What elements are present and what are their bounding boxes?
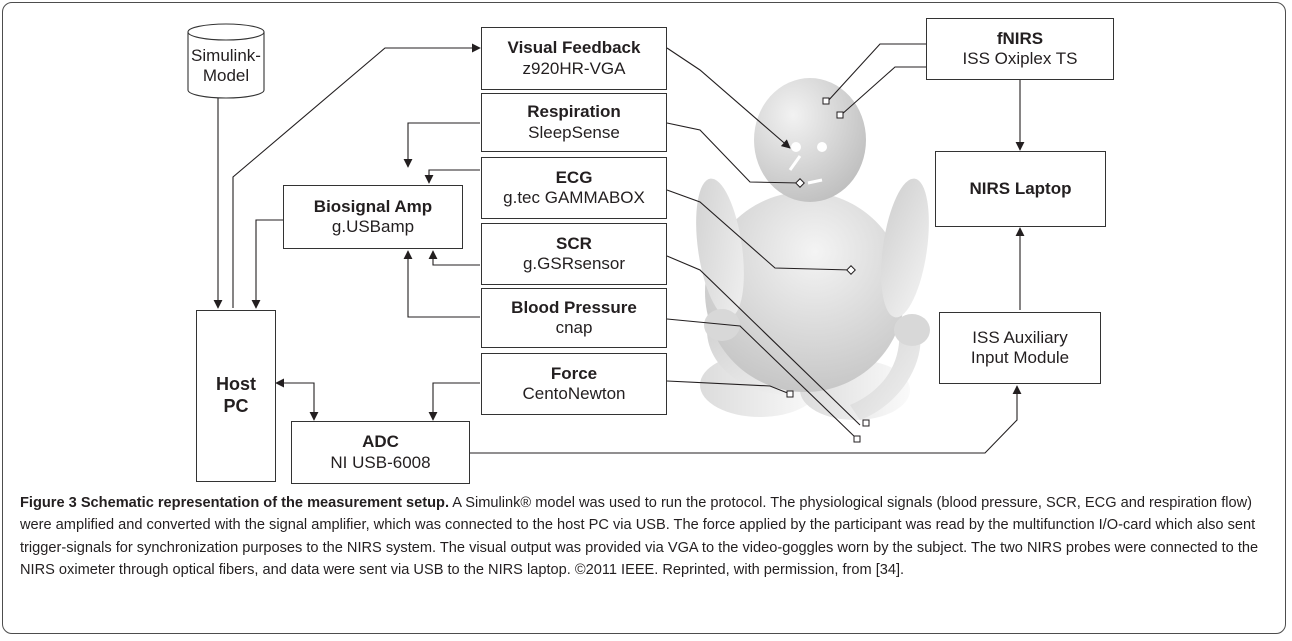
scr-title: SCR [556, 233, 592, 253]
simulink-line2: Model [202, 66, 250, 85]
adc-title: ADC [362, 432, 399, 452]
fnirs-probe-line-1 [826, 43, 926, 103]
iss-auxiliary-line1: ISS Auxiliary [972, 327, 1068, 347]
force-title: Force [550, 363, 598, 383]
scr-device: g.GSRsensor [522, 254, 626, 273]
force-to-adc-arrow [428, 382, 480, 421]
nirs-laptop-title: NIRS Laptop [969, 178, 1072, 198]
bp-to-amp-arrow [403, 250, 480, 318]
visual-feedback-box: Visual Feedback z920HR-VGA [481, 27, 667, 90]
iss-auxiliary-box: ISS Auxiliary Input Module [939, 312, 1101, 384]
caption-label: Figure 3 Schematic representation of the… [20, 495, 450, 511]
simulink-model-cylinder [187, 23, 265, 99]
biosignal-amp-box: Biosignal Amp g.USBamp [283, 185, 463, 249]
ecg-sensor-line [666, 189, 852, 271]
connections [213, 43, 1025, 454]
respiration-to-amp-arrow [403, 122, 480, 168]
host-pc-box: Host PC [196, 310, 276, 482]
figure-frame [2, 2, 1286, 634]
schematic-diagram [187, 23, 1025, 454]
bp-sensor-line [666, 318, 858, 440]
respiration-box: Respiration SleepSense [481, 93, 667, 152]
amp-to-hostpc-arrow [251, 219, 283, 309]
hostpc-adc-arrow [275, 378, 319, 421]
scr-to-amp-arrow [428, 250, 480, 266]
force-sensor-line [666, 380, 791, 395]
visual-feedback-device: z920HR-VGA [522, 58, 626, 78]
blood-pressure-title: Blood Pressure [511, 297, 637, 317]
ecg-to-amp-arrow [424, 169, 480, 184]
nirs-laptop-box: NIRS Laptop [935, 151, 1106, 227]
respiration-title: Respiration [527, 102, 621, 122]
sensor-markers [786, 97, 870, 443]
hostpc-to-visual-arrow [232, 43, 481, 308]
ecg-device: g.tec GAMMABOX [503, 188, 645, 207]
force-device: CentoNewton [522, 384, 626, 403]
caption-text: A Simulink® model was used to run the pr… [20, 495, 1259, 578]
blood-pressure-device: cnap [555, 318, 593, 337]
ecg-title: ECG [555, 167, 593, 187]
scr-box: SCR g.GSRsensor [481, 223, 667, 285]
scr-sensor-line [666, 255, 861, 426]
adc-to-iss-arrow [470, 385, 1022, 454]
adc-device: NI USB-6008 [330, 452, 431, 472]
visual-feedback-title: Visual Feedback [507, 38, 641, 58]
fnirs-probe-line-2 [840, 66, 926, 116]
adc-box: ADC NI USB-6008 [291, 421, 470, 484]
visual-to-head-arrow [666, 47, 791, 149]
host-pc-line1: Host [216, 374, 256, 395]
figure-caption: Figure 3 Schematic representation of the… [20, 492, 1270, 581]
simulink-model-label: Simulink- Model [188, 38, 264, 94]
biosignal-amp-device: g.USBamp [331, 217, 415, 236]
force-box: Force CentoNewton [481, 353, 667, 415]
head [754, 78, 866, 202]
human-figure [696, 78, 930, 420]
host-pc-line2: PC [223, 396, 249, 416]
respiration-device: SleepSense [528, 122, 620, 142]
ecg-box: ECG g.tec GAMMABOX [481, 157, 667, 219]
blood-pressure-box: Blood Pressure cnap [481, 288, 667, 348]
respiration-sensor-line [666, 122, 801, 184]
fnirs-box: fNIRS ISS Oxiplex TS [926, 18, 1114, 80]
iss-auxiliary-line2: Input Module [970, 348, 1070, 367]
fnirs-device: ISS Oxiplex TS [962, 49, 1078, 68]
simulink-line1: Simulink- [191, 45, 261, 65]
biosignal-amp-title: Biosignal Amp [313, 196, 433, 216]
fnirs-title: fNIRS [996, 28, 1044, 48]
